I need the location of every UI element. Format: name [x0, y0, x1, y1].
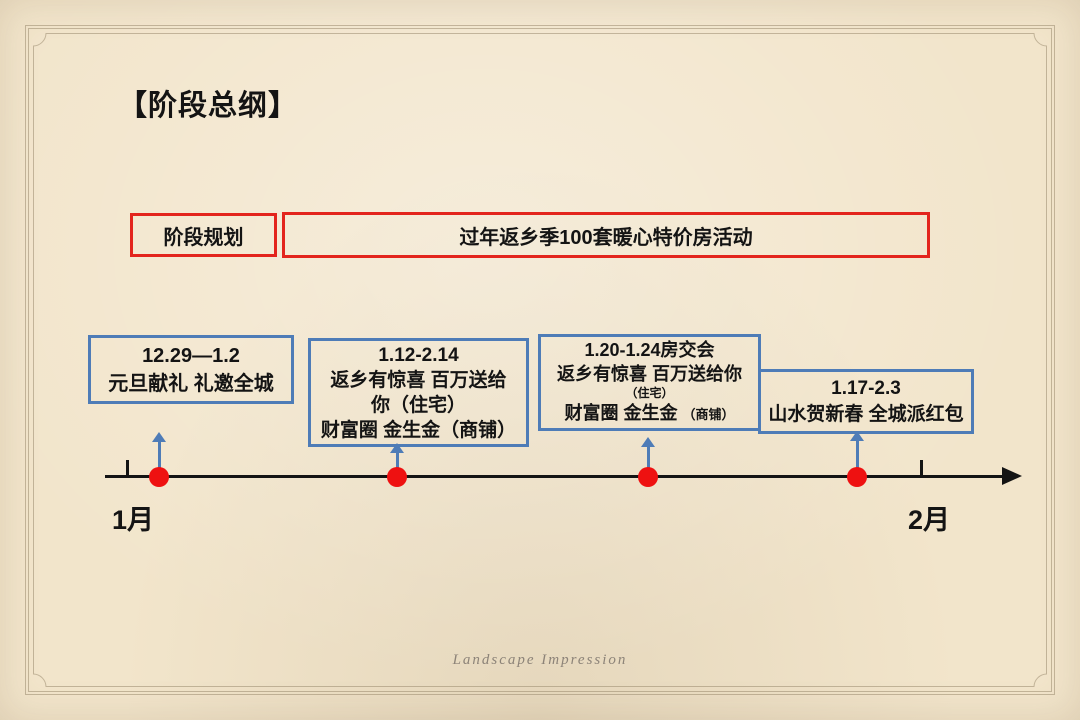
event-box-housing-fair: 1.20-1.24房交会 返乡有惊喜 百万送给你 （住宅） 财富圈 金生金 （商… [538, 334, 761, 431]
watermark-text: Landscape Impression [452, 652, 628, 668]
connector-arrow-up-icon [151, 432, 167, 468]
campaign-title-text: 过年返乡季100套暖心特价房活动 [459, 226, 753, 249]
arrow-shaft [395, 453, 399, 468]
event-description: 财富圈 金生金（商铺） [320, 419, 517, 441]
timeline-tick-january [126, 460, 129, 477]
arrow-head [152, 432, 166, 442]
plan-label-box: 阶段规划 [130, 213, 277, 257]
milestone-dot [847, 467, 867, 487]
connector-arrow-up-icon [389, 443, 405, 468]
event-description: 你（住宅） [370, 394, 466, 416]
campaign-title-box: 过年返乡季100套暖心特价房活动 [282, 212, 930, 258]
timeline-axis [105, 475, 1006, 478]
milestone-dot [387, 467, 407, 487]
event-description-row: 财富圈 金生金 （商铺） [564, 401, 734, 427]
timeline-arrowhead-icon [1002, 467, 1022, 485]
arrow-shaft [855, 441, 859, 468]
milestone-dot [638, 467, 658, 487]
page-title: 【阶段总纲】 [118, 90, 299, 122]
arrow-head [641, 437, 655, 447]
event-box-homecoming-surprise: 1.12-2.14 返乡有惊喜 百万送给 你（住宅） 财富圈 金生金（商铺） [308, 338, 529, 447]
month-label-january: 1月 [112, 505, 155, 535]
event-description: 财富圈 金生金 [564, 403, 678, 423]
event-date: 1.12-2.14 [378, 344, 459, 366]
event-description: 返乡有惊喜 百万送给 [330, 369, 507, 391]
event-description: 山水贺新春 全城派红包 [768, 403, 964, 425]
event-box-new-year-gift: 12.29—1.2 元旦献礼 礼邀全城 [88, 335, 294, 404]
arrow-shaft [646, 447, 650, 468]
connector-arrow-up-icon [849, 431, 865, 468]
month-label-february: 2月 [908, 505, 951, 535]
event-date: 12.29—1.2 [142, 344, 240, 367]
arrow-head [390, 443, 404, 453]
event-description: 元旦献礼 礼邀全城 [108, 372, 274, 395]
connector-arrow-up-icon [640, 437, 656, 468]
event-box-spring-red-packet: 1.17-2.3 山水贺新春 全城派红包 [758, 369, 974, 434]
event-description-small: （住宅） [625, 386, 674, 400]
plan-label-text: 阶段规划 [163, 226, 244, 249]
event-date: 1.17-2.3 [831, 377, 901, 399]
event-description: 返乡有惊喜 百万送给你 [557, 364, 742, 384]
event-description-small: （商铺） [682, 407, 735, 422]
arrow-shaft [157, 442, 161, 468]
timeline-tick-february [920, 460, 923, 477]
event-date: 1.20-1.24房交会 [584, 340, 715, 360]
arrow-head [850, 431, 864, 441]
milestone-dot [149, 467, 169, 487]
